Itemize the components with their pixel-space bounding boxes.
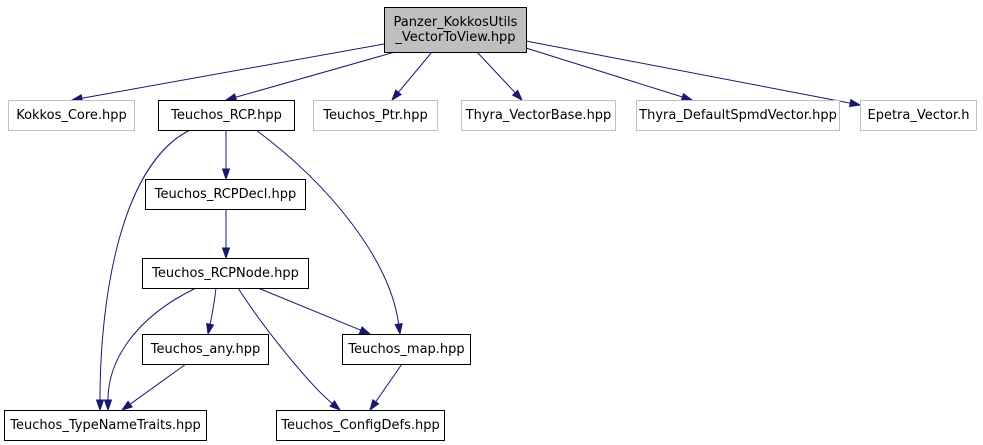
edge-line xyxy=(525,40,851,104)
node-label: _VectorToView.hpp xyxy=(394,30,515,45)
node-label: Panzer_KokkosUtils xyxy=(394,15,518,30)
arrowhead xyxy=(369,398,380,412)
arrowhead xyxy=(394,323,403,336)
arrowhead xyxy=(120,400,133,411)
arrowhead xyxy=(358,326,372,335)
arrowhead xyxy=(221,168,231,181)
node-teuchos-typenametraits[interactable]: Teuchos_TypeNameTraits.hpp xyxy=(4,410,207,441)
edge-teuchos_rcp-to-teuchos_typenametraits xyxy=(95,129,191,412)
node-box xyxy=(636,100,840,131)
edge-root-to-epetra_vector xyxy=(525,40,862,108)
edge-teuchos_any-to-teuchos_typenametraits xyxy=(120,363,187,411)
edge-line xyxy=(255,129,400,325)
edge-line xyxy=(257,287,361,331)
node-teuchos-configdefs[interactable]: Teuchos_ConfigDefs.hpp xyxy=(276,410,445,441)
edge-line xyxy=(476,51,516,94)
edge-line xyxy=(209,287,217,325)
arrowhead xyxy=(680,92,694,101)
edge-line xyxy=(398,51,433,93)
arrowhead xyxy=(206,322,215,336)
edge-teuchos_map-to-teuchos_configdefs xyxy=(369,363,403,412)
node-label: Teuchos_TypeNameTraits.hpp xyxy=(9,418,201,433)
node-teuchos-rcpnode[interactable]: Teuchos_RCPNode.hpp xyxy=(142,258,309,289)
node-box xyxy=(860,100,977,131)
node-label: Teuchos_RCP.hpp xyxy=(170,108,282,123)
node-epetra-vector[interactable]: Epetra_Vector.h xyxy=(860,100,977,131)
arrowhead xyxy=(221,247,231,260)
node-box xyxy=(142,334,269,365)
node-label: Epetra_Vector.h xyxy=(868,108,970,123)
arrowhead xyxy=(103,399,113,412)
node-box xyxy=(276,410,445,441)
node-thyra-defaultspmdvector[interactable]: Thyra_DefaultSpmdVector.hpp xyxy=(636,100,840,131)
node-box xyxy=(142,258,309,289)
edges-layer xyxy=(70,40,862,412)
arrowhead xyxy=(95,399,105,412)
edge-line xyxy=(107,287,197,401)
arrowhead xyxy=(391,89,402,102)
edge-line xyxy=(99,129,191,401)
node-label: Teuchos_ConfigDefs.hpp xyxy=(280,418,440,433)
node-label: Teuchos_any.hpp xyxy=(150,342,261,357)
node-label: Teuchos_RCPDecl.hpp xyxy=(154,187,297,202)
node-label: Thyra_VectorBase.hpp xyxy=(465,108,612,123)
arrowhead xyxy=(511,89,524,102)
edge-teuchos_rcpnode-to-teuchos_typenametraits xyxy=(103,287,197,412)
edge-line xyxy=(235,51,396,98)
edge-teuchos_rcpnode-to-teuchos_map xyxy=(257,287,372,335)
node-teuchos-rcpdecl[interactable]: Teuchos_RCPDecl.hpp xyxy=(145,179,306,210)
edge-root-to-thyra_vectorbase xyxy=(476,51,524,102)
node-label: Teuchos_map.hpp xyxy=(347,342,464,357)
node-thyra-vectorbase[interactable]: Thyra_VectorBase.hpp xyxy=(461,100,616,131)
node-label: Teuchos_RCPNode.hpp xyxy=(151,266,299,281)
node-box xyxy=(4,410,207,441)
edge-root-to-thyra_defaultspmdvector xyxy=(525,47,694,101)
edge-teuchos_rcpnode-to-teuchos_configdefs xyxy=(237,287,342,411)
node-label: Thyra_DefaultSpmdVector.hpp xyxy=(638,108,837,123)
edge-line xyxy=(375,363,403,403)
edge-line xyxy=(525,47,683,98)
edge-line xyxy=(237,287,333,404)
node-box xyxy=(384,7,527,53)
edge-line xyxy=(81,43,385,99)
arrowhead xyxy=(329,400,342,411)
edge-teuchos_rcpnode-to-teuchos_any xyxy=(206,287,217,336)
edge-teuchos_rcp-to-teuchos_rcpdecl xyxy=(221,130,231,181)
node-root[interactable]: Panzer_KokkosUtils_VectorToView.hpp xyxy=(384,7,527,53)
nodes-layer: Panzer_KokkosUtils_VectorToView.hppKokko… xyxy=(4,7,977,441)
node-box xyxy=(158,100,295,131)
node-box xyxy=(8,100,135,131)
edge-root-to-kokkos_core xyxy=(70,43,385,103)
node-label: Teuchos_Ptr.hpp xyxy=(322,108,428,123)
node-teuchos-rcp[interactable]: Teuchos_RCP.hpp xyxy=(158,100,295,131)
node-teuchos-map[interactable]: Teuchos_map.hpp xyxy=(342,334,471,365)
edge-teuchos_rcp-to-teuchos_map xyxy=(255,129,403,336)
arrowhead xyxy=(224,93,238,102)
arrowhead xyxy=(848,98,862,108)
edge-root-to-teuchos_ptr xyxy=(391,51,433,102)
node-kokkos-core[interactable]: Kokkos_Core.hpp xyxy=(8,100,135,131)
node-label: Kokkos_Core.hpp xyxy=(16,108,127,123)
edge-root-to-teuchos_rcp xyxy=(224,51,396,102)
edge-teuchos_rcpdecl-to-teuchos_rcpnode xyxy=(221,209,231,260)
node-box xyxy=(313,100,438,131)
node-teuchos-any[interactable]: Teuchos_any.hpp xyxy=(142,334,269,365)
edge-line xyxy=(129,363,187,405)
node-teuchos-ptr[interactable]: Teuchos_Ptr.hpp xyxy=(313,100,438,131)
node-box xyxy=(145,179,306,210)
node-box xyxy=(342,334,471,365)
node-box xyxy=(461,100,616,131)
